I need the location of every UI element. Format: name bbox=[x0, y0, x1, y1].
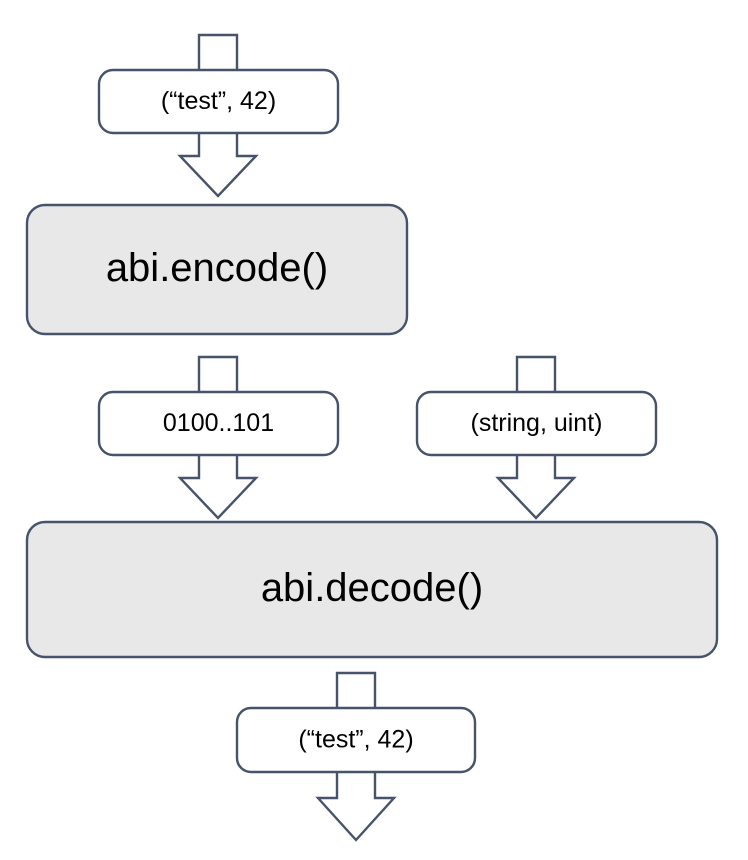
output-tuple-label: (“test”, 42) bbox=[298, 726, 413, 754]
nodes-layer: (“test”, 42) abi.encode() 0100..101 (string… bbox=[25, 68, 719, 774]
type-signature-label: (string, uint) bbox=[471, 409, 603, 437]
abi-encode-label: abi.encode() bbox=[106, 246, 328, 290]
type-signature-box[interactable] bbox=[415, 390, 658, 457]
arrow-bytes-to-decode-connector bbox=[177, 453, 259, 520]
arrow-decode-output-connector bbox=[315, 770, 397, 842]
input-tuple-box[interactable] bbox=[97, 68, 340, 135]
output-tuple-node[interactable]: (“test”, 42) bbox=[235, 706, 477, 774]
encoded-bytes-label: 0100..101 bbox=[163, 409, 274, 437]
stub-into-type-signature-connector bbox=[515, 355, 557, 394]
stub-into-encoded-bytes-connector bbox=[197, 355, 239, 394]
abi-encode-box[interactable] bbox=[25, 203, 409, 336]
stub-into-output-tuple-connector bbox=[335, 671, 377, 710]
abi-decode-label: abi.decode() bbox=[261, 566, 483, 610]
abi-decode-node[interactable]: abi.decode() bbox=[25, 520, 719, 659]
input-tuple-node[interactable]: (“test”, 42) bbox=[97, 68, 340, 135]
abi-encode-node[interactable]: abi.encode() bbox=[25, 203, 409, 336]
encoded-bytes-box[interactable] bbox=[97, 390, 340, 457]
encoded-bytes-node[interactable]: 0100..101 bbox=[97, 390, 340, 457]
abi-decode-box[interactable] bbox=[25, 520, 719, 659]
arrow-types-to-decode-connector bbox=[495, 453, 577, 520]
input-tuple-label: (“test”, 42) bbox=[161, 87, 276, 115]
type-signature-node[interactable]: (string, uint) bbox=[415, 390, 658, 457]
stub-into-input-tuple-connector bbox=[197, 33, 239, 72]
connectors-layer bbox=[177, 33, 577, 842]
arrow-input-to-encode-connector bbox=[177, 131, 259, 198]
output-tuple-box[interactable] bbox=[235, 706, 477, 774]
